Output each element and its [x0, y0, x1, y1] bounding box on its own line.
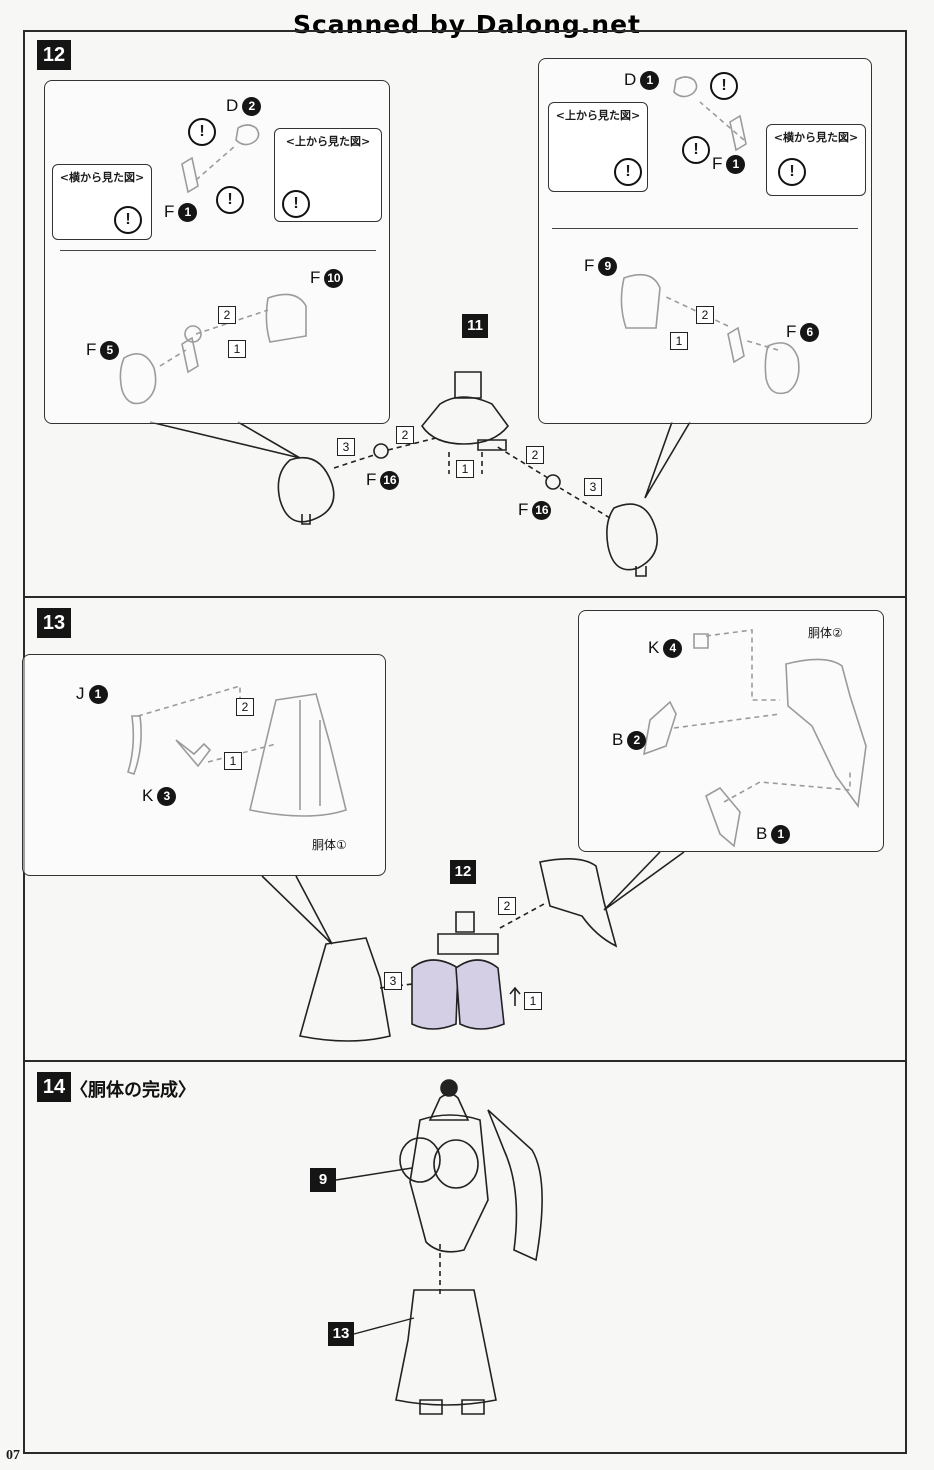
warning-icon: !	[682, 136, 710, 164]
order-step-2: 2	[218, 306, 236, 324]
warning-icon: !	[614, 158, 642, 186]
order-step-1: 1	[670, 332, 688, 350]
order-step-2: 2	[236, 698, 254, 716]
section-divider-1	[23, 596, 907, 598]
step-12-right-separator	[552, 228, 858, 229]
step-12-right-side-view: <横から見た図>	[766, 124, 866, 196]
page-number: 07	[6, 1448, 20, 1463]
order-step-2: 2	[498, 897, 516, 915]
step-13-left-callout	[22, 654, 386, 876]
warning-icon: !	[216, 186, 244, 214]
warning-icon: !	[778, 158, 806, 186]
assembly-ref-9: 9	[310, 1168, 336, 1192]
warning-icon: !	[710, 72, 738, 100]
torso-2-label: 胴体②	[808, 626, 843, 640]
step-13-number: 13	[37, 608, 71, 638]
step-14-number: 14	[37, 1072, 71, 1102]
warning-icon: !	[188, 118, 216, 146]
step-12-left-side-view: <横から見た図>	[52, 164, 152, 240]
assembly-ref-13: 13	[328, 1322, 354, 1346]
order-step-3: 3	[384, 972, 402, 990]
order-step-1: 1	[228, 340, 246, 358]
warning-icon: !	[114, 206, 142, 234]
order-step-2: 2	[696, 306, 714, 324]
assembly-ref-11: 11	[462, 314, 488, 338]
step-12-left-separator	[60, 250, 376, 251]
side-view-caption: <横から見た図>	[773, 131, 859, 144]
section-divider-2	[23, 1060, 907, 1062]
top-view-caption: <上から見た図>	[555, 109, 641, 122]
assembly-ref-12: 12	[450, 860, 476, 884]
order-step-3: 3	[337, 438, 355, 456]
side-view-caption: <横から見た図>	[59, 171, 145, 184]
order-step-2: 2	[396, 426, 414, 444]
order-step-1: 1	[456, 460, 474, 478]
watermark: Scanned by Dalong.net	[292, 10, 641, 39]
step-14-title: 〈胴体の完成〉	[70, 1080, 196, 1101]
torso-1-label: 胴体①	[312, 838, 347, 852]
order-step-1: 1	[524, 992, 542, 1010]
step-13-right-callout	[578, 610, 884, 852]
step-12-number: 12	[37, 40, 71, 70]
order-step-1: 1	[224, 752, 242, 770]
warning-icon: !	[282, 190, 310, 218]
order-step-3: 3	[584, 478, 602, 496]
top-view-caption: <上から見た図>	[285, 135, 371, 148]
order-step-2: 2	[526, 446, 544, 464]
